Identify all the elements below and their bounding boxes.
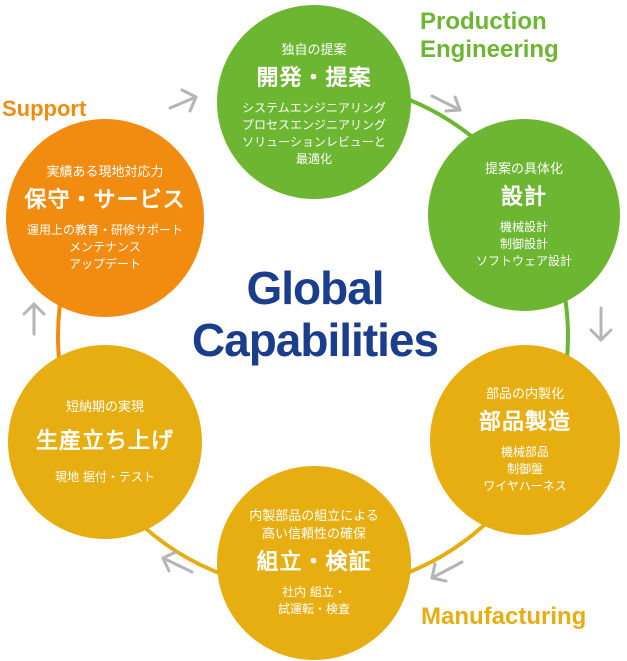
category-production-line2: Engineering xyxy=(420,36,559,63)
node-parts-sub: 部品の内製化 xyxy=(485,386,564,402)
node-development-detail-4: 最適化 xyxy=(295,152,332,166)
node-maintenance-detail-2: メンテナンス xyxy=(69,239,141,254)
node-design-detail-2: 制御設計 xyxy=(499,236,548,251)
node-parts-manufacturing: 部品の内製化 部品製造 機械部品 制御盤 ワイヤハーネス xyxy=(430,345,620,535)
node-development: 独自の提案 開発・提案 システムエンジニアリング プロセスエンジニアリング ソリ… xyxy=(217,5,411,199)
center-title-line1: Global xyxy=(246,262,384,314)
node-assembly-detail-2: 試運転・検査 xyxy=(277,602,350,616)
node-production-startup: 短納期の実現 生産立ち上げ 現地 据付・テスト xyxy=(8,345,202,539)
node-parts-detail-1: 機械部品 xyxy=(500,444,549,459)
arrow-down-right-icon xyxy=(430,94,462,113)
node-maintenance-detail-3: アップデート xyxy=(68,256,141,271)
node-development-main: 開発・提案 xyxy=(256,66,372,91)
node-parts-detail-3: ワイヤハーネス xyxy=(483,478,567,493)
node-maintenance-detail-1: 運用上の教育・研修サポート xyxy=(26,222,183,237)
node-maintenance-sub: 実績ある現地対応力 xyxy=(46,164,164,180)
node-design-sub: 提案の具体化 xyxy=(484,161,563,177)
node-design-detail-3: ソフトウェア設計 xyxy=(475,253,572,268)
node-assembly-sub: 内製部品の組立による 高い信頼性の確保 xyxy=(249,509,379,542)
node-design-main: 設計 xyxy=(500,184,547,210)
node-startup-detail-1: 現地 据付・テスト xyxy=(55,469,155,484)
category-support: Support xyxy=(2,96,87,121)
center-title: Global Capabilities xyxy=(175,262,455,366)
node-development-detail-1: システムエンジニアリング xyxy=(242,101,386,115)
node-startup-main: 生産立ち上げ xyxy=(35,428,174,454)
node-development-sub: 独自の提案 xyxy=(281,43,347,58)
arrow-down-icon xyxy=(589,306,613,342)
node-assembly: 内製部品の組立による 高い信頼性の確保 組立・検証 社内 組立・ 試運転・検査 xyxy=(217,466,411,660)
category-production-engineering: Production Engineering xyxy=(420,8,559,64)
node-development-detail-2: プロセスエンジニアリング xyxy=(241,118,386,132)
node-parts-detail-2: 制御盤 xyxy=(506,461,543,476)
node-maintenance: 実績ある現地対応力 保守・サービス 運用上の教育・研修サポート メンテナンス ア… xyxy=(6,119,204,317)
center-title-line2: Capabilities xyxy=(191,314,439,366)
category-production-line1: Production xyxy=(420,8,547,35)
node-maintenance-main: 保守・サービス xyxy=(24,187,186,213)
node-design-detail-1: 機械設計 xyxy=(499,219,548,234)
node-parts-main: 部品製造 xyxy=(478,409,571,435)
node-development-detail-3: ソリューションレビューと xyxy=(242,135,386,149)
node-design: 提案の具体化 設計 機械設計 制御設計 ソフトウェア設計 xyxy=(428,119,620,311)
node-assembly-detail-1: 社内 組立・ xyxy=(282,585,346,599)
arrow-up-icon xyxy=(22,302,46,336)
arrow-up-left-icon xyxy=(161,550,194,574)
node-assembly-main: 組立・検証 xyxy=(256,550,372,575)
node-startup-sub: 短納期の実現 xyxy=(65,399,144,415)
arrow-down-left-icon xyxy=(430,560,464,583)
arrow-right-icon xyxy=(168,88,198,113)
category-manufacturing: Manufacturing xyxy=(421,603,587,630)
